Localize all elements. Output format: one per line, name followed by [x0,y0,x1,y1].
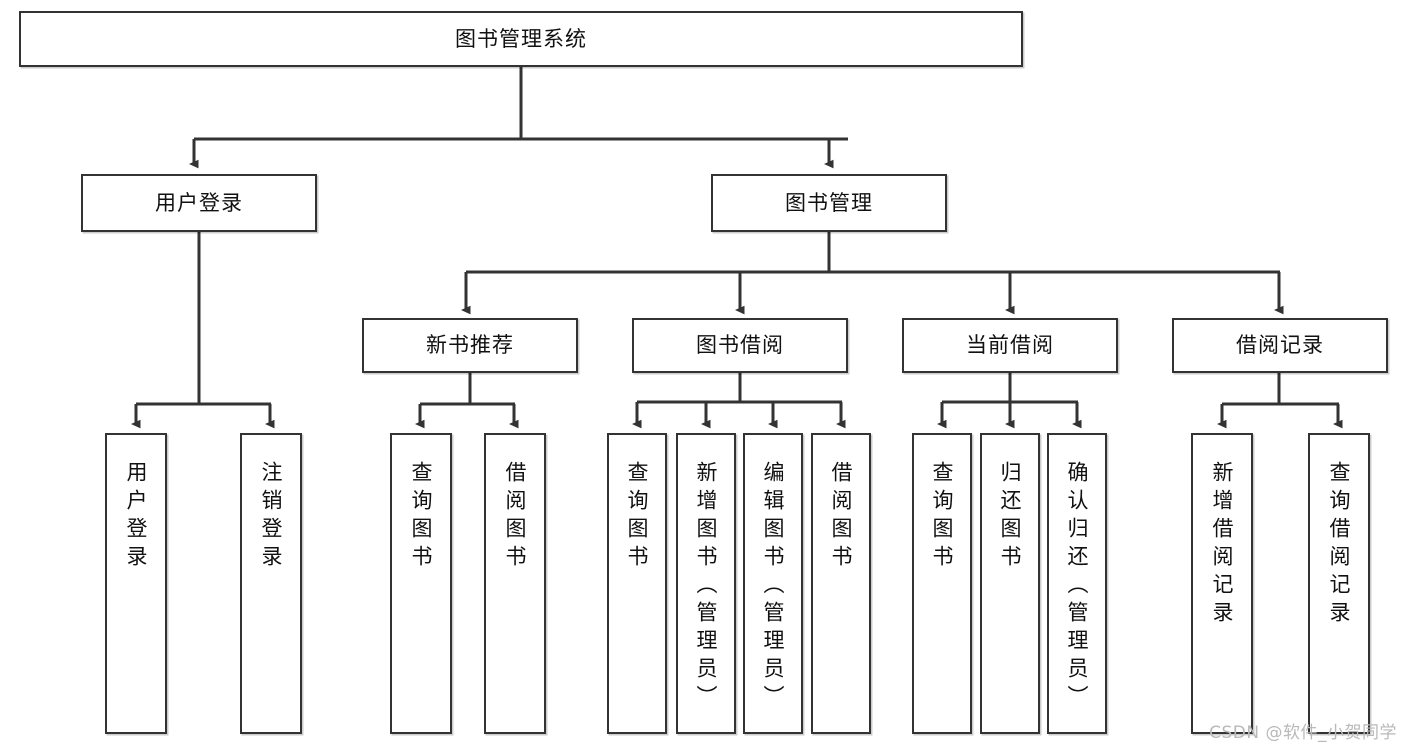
leaf-query-borrow-record[interactable]: 查询借阅记录 [1308,433,1370,734]
node-label: 新增借阅记录 [1210,461,1235,629]
node-label: 注销登录 [259,461,284,573]
node-label: 借阅记录 [1236,333,1324,357]
node-label: 用户登录 [124,461,149,573]
node-current-borrow[interactable]: 当前借阅 [902,318,1118,373]
leaf-user-logout[interactable]: 注销登录 [240,433,302,734]
node-label: 新书推荐 [426,333,514,357]
node-label: 当前借阅 [966,333,1054,357]
csdn-watermark: CSDN @软件_小贺同学 [1209,723,1397,743]
leaf-return-books[interactable]: 归还图书 [980,433,1040,734]
node-label: 查询图书 [409,461,434,573]
node-label: 确认归还（管理员） [1065,461,1090,713]
node-label: 查询借阅记录 [1327,461,1352,629]
node-borrow-record[interactable]: 借阅记录 [1172,318,1388,373]
node-label: 用户登录 [155,190,243,215]
node-book-borrow[interactable]: 图书借阅 [632,318,848,373]
leaf-add-book-admin[interactable]: 新增图书（管理员） [676,433,736,734]
leaf-borrow-books-recommend[interactable]: 借阅图书 [484,433,546,734]
leaf-add-borrow-record[interactable]: 新增借阅记录 [1191,433,1253,734]
node-label: 新增图书（管理员） [694,461,719,713]
leaf-query-books-current[interactable]: 查询图书 [912,433,972,734]
node-book-management[interactable]: 图书管理 [711,174,947,232]
leaf-borrow-books[interactable]: 借阅图书 [811,433,871,734]
node-label: 查询图书 [930,461,955,573]
node-label: 编辑图书（管理员） [761,461,786,713]
node-label: 图书借阅 [696,333,784,357]
node-root-system[interactable]: 图书管理系统 [19,11,1023,67]
node-user-login[interactable]: 用户登录 [81,174,317,232]
node-label: 借阅图书 [829,461,854,573]
node-label: 查询图书 [625,461,650,573]
node-label: 归还图书 [998,461,1023,573]
leaf-user-login[interactable]: 用户登录 [105,433,167,734]
node-label: 图书管理系统 [455,26,587,51]
leaf-query-books-borrow[interactable]: 查询图书 [607,433,667,734]
leaf-edit-book-admin[interactable]: 编辑图书（管理员） [743,433,803,734]
node-label: 借阅图书 [503,461,528,573]
node-label: 图书管理 [785,190,873,215]
node-new-book-recommend[interactable]: 新书推荐 [362,318,578,373]
leaf-confirm-return-admin[interactable]: 确认归还（管理员） [1047,433,1107,734]
leaf-query-books-recommend[interactable]: 查询图书 [390,433,452,734]
